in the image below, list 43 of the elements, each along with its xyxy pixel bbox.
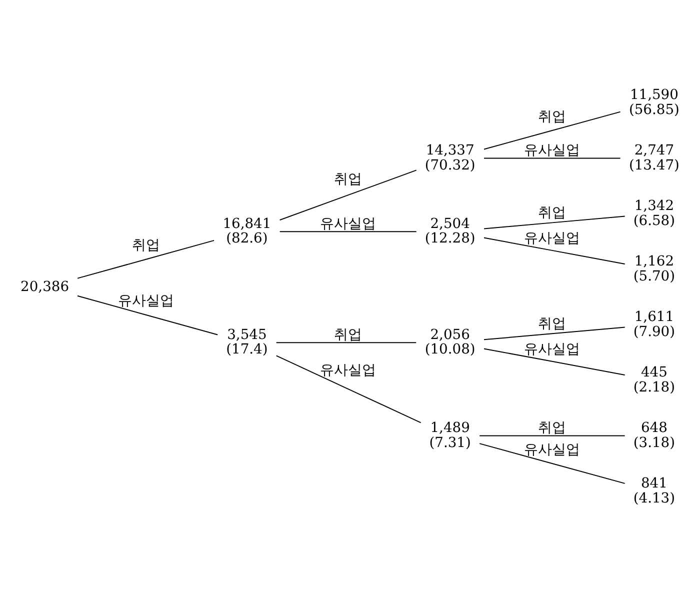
node-text: 2,056 (10.08) [424, 326, 476, 358]
node-text: 1,162 (5.70) [633, 253, 676, 284]
edge-label: 취업 [132, 238, 160, 254]
edge-label: 유사실업 [524, 442, 580, 458]
node-text: 2,747 (13.47) [628, 142, 680, 174]
node-text: 16,841 (82.6) [222, 216, 272, 247]
connector [484, 348, 626, 376]
connector [279, 231, 417, 232]
edge-label: 취업 [334, 171, 362, 188]
connector [279, 170, 417, 220]
connector [479, 435, 626, 436]
connector [484, 216, 626, 230]
node-text: 3,545 (17.4) [226, 326, 268, 358]
edge-label: 유사실업 [524, 142, 580, 159]
connector [276, 342, 417, 344]
node-text: 20,386 [20, 278, 70, 295]
connector [479, 443, 626, 484]
edge-label: 취업 [538, 108, 566, 125]
edge-label: 유사실업 [320, 216, 376, 232]
edge-label: 유사실업 [524, 342, 580, 358]
node-text: 11,590 (56.85) [628, 87, 680, 118]
edge-label: 유사실업 [118, 293, 174, 310]
node-text: 2,504 (12.28) [424, 216, 476, 247]
connector [484, 237, 626, 264]
edge-label: 유사실업 [320, 362, 376, 378]
node-text: 1,489 (7.31) [429, 420, 471, 451]
connector [484, 326, 626, 340]
edge-label: 취업 [538, 204, 566, 221]
node-text: 841 (4.13) [633, 475, 676, 506]
connector [77, 240, 215, 279]
edge-label: 취업 [538, 420, 566, 436]
edge-label: 취업 [334, 326, 362, 343]
node-text: 14,337 (70.32) [424, 142, 476, 174]
node-text: 445 (2.18) [633, 364, 676, 396]
connector [77, 295, 218, 336]
edge-label: 취업 [538, 316, 566, 332]
node-text: 1,611 (7.90) [633, 308, 676, 340]
node-text: 1,342 (6.58) [633, 198, 676, 229]
node-text: 648 (3.18) [633, 420, 676, 451]
edge-label: 유사실업 [524, 230, 580, 247]
connector [484, 111, 621, 150]
connector [276, 355, 422, 424]
connector [484, 158, 621, 159]
